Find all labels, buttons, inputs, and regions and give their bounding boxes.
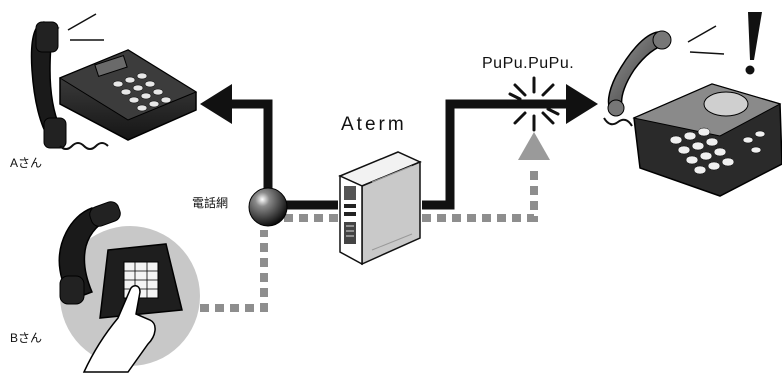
- rotary-phone-dialing-icon: [58, 201, 200, 373]
- arrow-gray-up: [518, 132, 550, 160]
- aterm-label: Aterm: [341, 114, 407, 135]
- dotted-b-to-network: [200, 230, 268, 312]
- aterm-router-icon: [338, 151, 422, 266]
- answering-machine-phone-icon: [603, 25, 782, 197]
- ring-sound-label: PuPu.PuPu.: [482, 55, 575, 72]
- dotted-router-to-burst: [422, 168, 538, 222]
- person-b-label: Bさん: [10, 331, 43, 345]
- ring-burst-icon: [506, 76, 562, 132]
- arrow-to-a: [200, 84, 232, 124]
- arrow-to-c: [566, 84, 598, 124]
- person-a-label: Aさん: [10, 156, 43, 170]
- line-network-to-a: [232, 99, 273, 206]
- desk-phone-ringing-icon: [30, 13, 198, 150]
- network-sphere-icon: [248, 187, 288, 227]
- network-label: 電話網: [192, 196, 229, 210]
- exclamation-icon: [745, 12, 762, 75]
